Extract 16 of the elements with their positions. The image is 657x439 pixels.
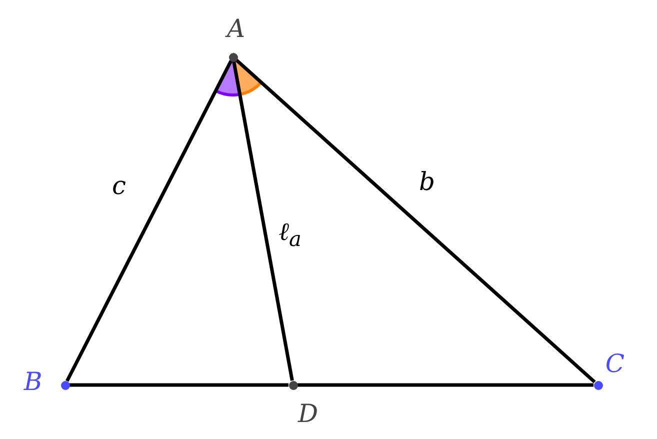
point-dot bbox=[60, 380, 70, 390]
side-label: ℓ$_{a}$ bbox=[278, 218, 302, 250]
side-label: b bbox=[418, 168, 435, 194]
point-dot bbox=[594, 380, 602, 390]
point-label: D bbox=[298, 400, 318, 426]
line-segment bbox=[235, 58, 596, 384]
point-dot bbox=[228, 52, 238, 62]
side-label: c bbox=[112, 172, 126, 198]
line-segment bbox=[70, 383, 288, 387]
point-label: C bbox=[605, 350, 625, 376]
point-label: B bbox=[24, 368, 42, 394]
point-dot bbox=[288, 380, 298, 390]
line-segment bbox=[232, 61, 294, 381]
line-segment bbox=[298, 383, 594, 387]
point-label: A bbox=[226, 16, 246, 40]
line-segment bbox=[66, 60, 232, 382]
